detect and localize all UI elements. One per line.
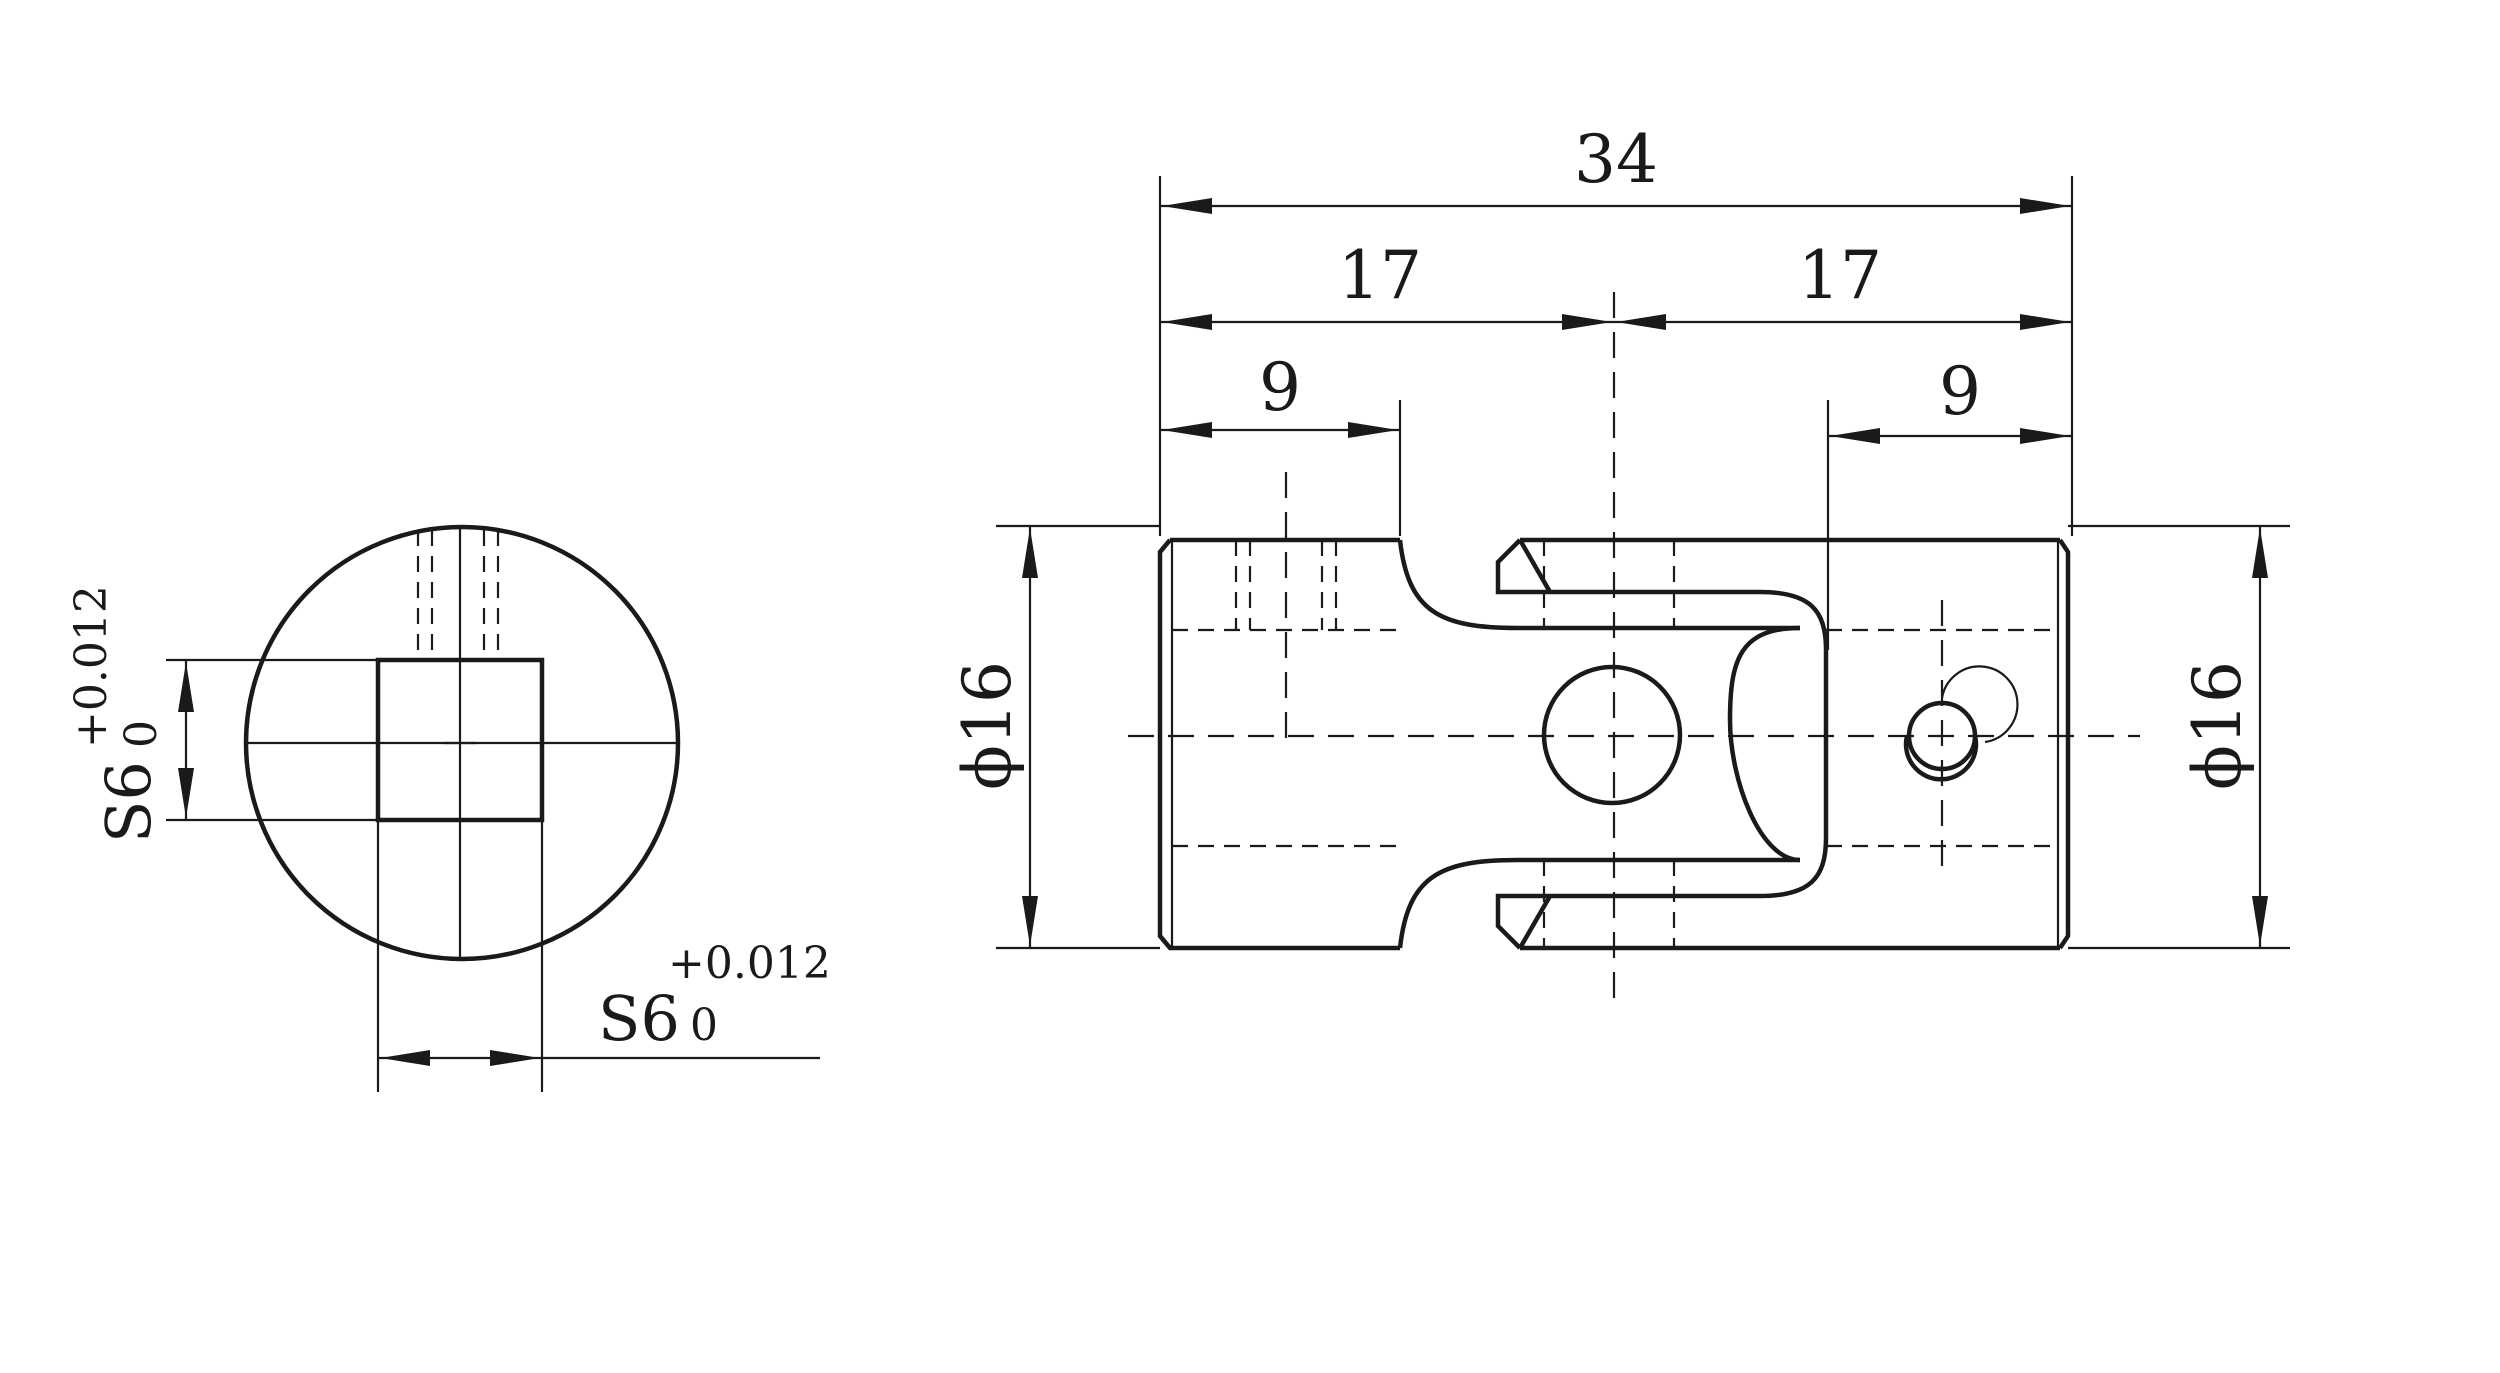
square-height-label: S6 bbox=[92, 761, 165, 843]
square-width-label: S6 bbox=[598, 982, 680, 1055]
right-fork bbox=[1495, 537, 2060, 951]
square-height-tol-lower: 0 bbox=[116, 720, 167, 748]
right-hub bbox=[2056, 538, 2071, 950]
end-view: S6 +0.012 0 S6 +0.012 0 bbox=[66, 524, 831, 1092]
square-height-dimension: S6 +0.012 0 bbox=[66, 585, 378, 843]
left-hub bbox=[1157, 537, 1800, 951]
hub-right-label: 9 bbox=[1939, 353, 1981, 430]
left-hub-hidden-lines bbox=[1172, 540, 1400, 848]
overall-length-label: 34 bbox=[1574, 121, 1658, 198]
hub-left-dimension: 9 bbox=[1160, 349, 1400, 438]
half-length-left-label: 17 bbox=[1338, 237, 1422, 314]
hub-left-label: 9 bbox=[1259, 349, 1301, 426]
square-width-tol-lower: 0 bbox=[690, 1000, 718, 1051]
diameter-right-dimension: ϕ16 bbox=[2068, 524, 2290, 950]
hub-right-dimension: 9 bbox=[1828, 353, 2072, 444]
square-height-tol-upper: +0.012 bbox=[66, 585, 117, 748]
side-view: 34 17 17 9 9 bbox=[949, 121, 2290, 1012]
diameter-right-label: ϕ16 bbox=[2179, 661, 2256, 790]
right-hidden-lines bbox=[1542, 540, 2060, 948]
overall-length-dimension: 34 bbox=[1160, 121, 2072, 214]
end-view-hidden-lines bbox=[416, 530, 500, 660]
set-screw-hole bbox=[1903, 665, 2019, 782]
square-width-dimension: S6 +0.012 0 bbox=[376, 820, 831, 1092]
square-width-tol-upper: +0.012 bbox=[668, 938, 831, 989]
diameter-left-label: ϕ16 bbox=[949, 661, 1026, 790]
diameter-left-dimension: ϕ16 bbox=[949, 524, 1160, 950]
half-length-dimensions: 17 17 bbox=[1160, 237, 2072, 330]
half-length-right-label: 17 bbox=[1798, 237, 1882, 314]
